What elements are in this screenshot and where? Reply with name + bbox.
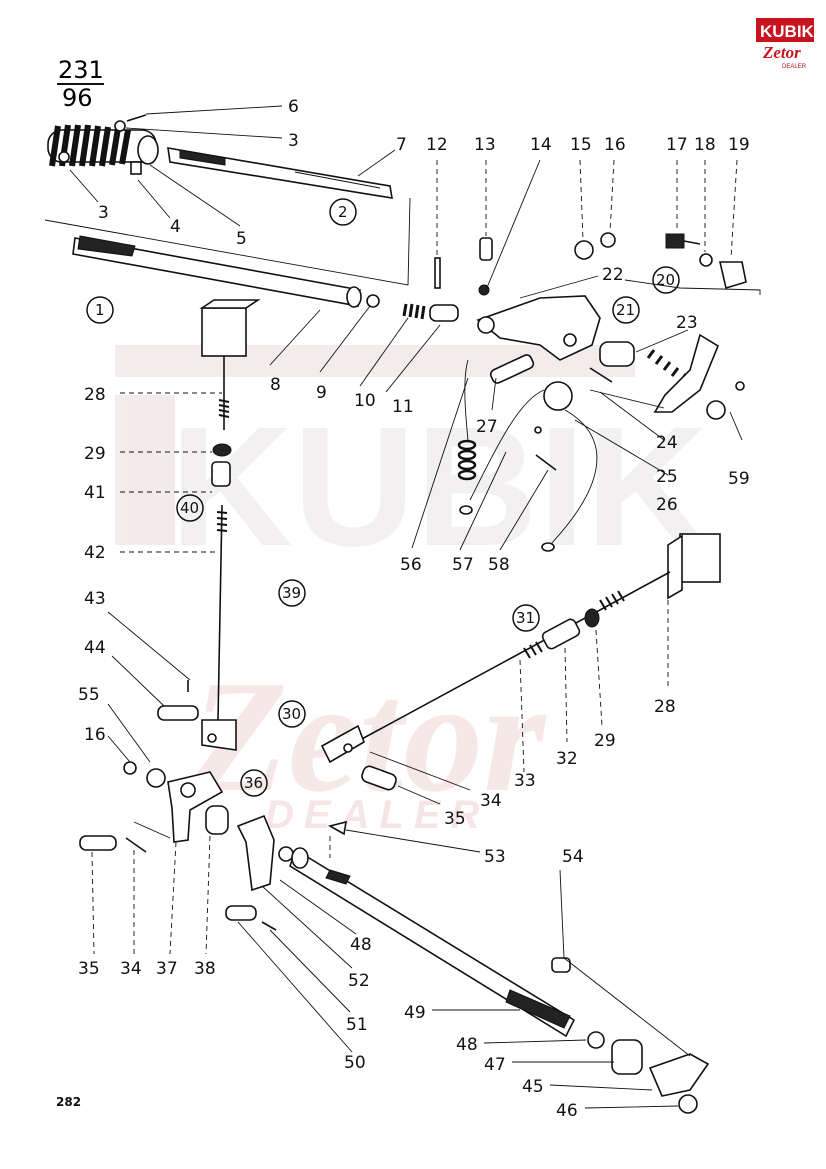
- callout-27: 27: [476, 417, 498, 437]
- group-2: 2: [338, 203, 348, 221]
- callout-29: 29: [84, 444, 106, 464]
- callout-33: 33: [514, 771, 536, 791]
- callout-46: 46: [556, 1101, 578, 1121]
- callout-28: 28: [654, 697, 676, 717]
- diagram-number-bottom: 96: [62, 84, 93, 112]
- callout-58: 58: [488, 555, 510, 575]
- callout-34: 34: [480, 791, 502, 811]
- callout-38: 38: [194, 959, 216, 979]
- callout-16: 16: [604, 135, 626, 155]
- callout-17: 17: [666, 135, 688, 155]
- callout-10: 10: [354, 391, 376, 411]
- callout-32: 32: [556, 749, 578, 769]
- diagram-reference: 231 96: [57, 56, 104, 112]
- watermark: KUBIK Zetor DEALER: [115, 345, 708, 837]
- watermark-word-1: KUBIK: [170, 392, 708, 582]
- group-36: 36: [244, 774, 263, 792]
- callout-48: 48: [456, 1035, 478, 1055]
- page-number: 282: [56, 1095, 81, 1109]
- watermark-word-3: DEALER: [265, 793, 489, 837]
- callout-22: 22: [602, 265, 624, 285]
- callout-59: 59: [728, 469, 750, 489]
- callout-29: 29: [594, 731, 616, 751]
- callout-25: 25: [656, 467, 678, 487]
- callout-37: 37: [156, 959, 178, 979]
- group-1: 1: [95, 301, 105, 319]
- callout-54: 54: [562, 847, 584, 867]
- callout-50: 50: [344, 1053, 366, 1073]
- callout-11: 11: [392, 397, 414, 417]
- callout-24: 24: [656, 433, 678, 453]
- logo-sub: Zetor: [762, 43, 801, 62]
- callout-47: 47: [484, 1055, 506, 1075]
- callout-3: 3: [288, 131, 299, 151]
- callout-15: 15: [570, 135, 592, 155]
- callout-8: 8: [270, 375, 281, 395]
- callout-26: 26: [656, 495, 678, 515]
- group-31: 31: [516, 609, 535, 627]
- callout-19: 19: [728, 135, 750, 155]
- group-40: 40: [180, 499, 199, 517]
- group-30: 30: [282, 705, 301, 723]
- callout-4: 4: [170, 217, 181, 237]
- callout-6: 6: [288, 97, 299, 117]
- group-markers: 1 2 20 21 40 39 31 30 36: [86, 198, 680, 797]
- callout-5: 5: [236, 229, 247, 249]
- callout-53: 53: [484, 847, 506, 867]
- group-39: 39: [282, 584, 301, 602]
- logo-brand: KUBIK: [760, 22, 815, 41]
- leader-lines: [69, 105, 743, 1109]
- callout-49: 49: [404, 1003, 426, 1023]
- callout-43: 43: [84, 589, 106, 609]
- callout-7: 7: [396, 135, 407, 155]
- callout-34: 34: [120, 959, 142, 979]
- callout-48: 48: [350, 935, 372, 955]
- callout-56: 56: [400, 555, 422, 575]
- callout-28: 28: [84, 385, 106, 405]
- lower-shaft-assembly: [79, 761, 710, 1114]
- callout-51: 51: [346, 1015, 368, 1035]
- group-20: 20: [656, 271, 675, 289]
- top-spring-assembly: [44, 114, 761, 552]
- callout-35: 35: [444, 809, 466, 829]
- callout-55: 55: [78, 685, 100, 705]
- callout-44: 44: [84, 638, 106, 658]
- callout-52: 52: [348, 971, 370, 991]
- callout-18: 18: [694, 135, 716, 155]
- callout-23: 23: [676, 313, 698, 333]
- callout-42: 42: [84, 543, 106, 563]
- callout-labels: 6 3 7 12 13 14 15 16 17 18 19 3 4 5 22 2…: [78, 97, 750, 1121]
- diagram-number-top: 231: [58, 56, 104, 84]
- callout-16: 16: [84, 725, 106, 745]
- callout-13: 13: [474, 135, 496, 155]
- callout-14: 14: [530, 135, 552, 155]
- group-21: 21: [616, 301, 635, 319]
- diagonal-rod-assembly: [320, 533, 721, 791]
- callout-57: 57: [452, 555, 474, 575]
- callout-41: 41: [84, 483, 106, 503]
- callout-3: 3: [98, 203, 109, 223]
- callout-35: 35: [78, 959, 100, 979]
- callout-12: 12: [426, 135, 448, 155]
- callout-45: 45: [522, 1077, 544, 1097]
- callout-9: 9: [316, 383, 327, 403]
- logo-tag: DEALER: [782, 64, 807, 70]
- vertical-rod-assembly: [157, 299, 261, 751]
- dealer-logo: KUBIK Zetor DEALER: [756, 18, 815, 70]
